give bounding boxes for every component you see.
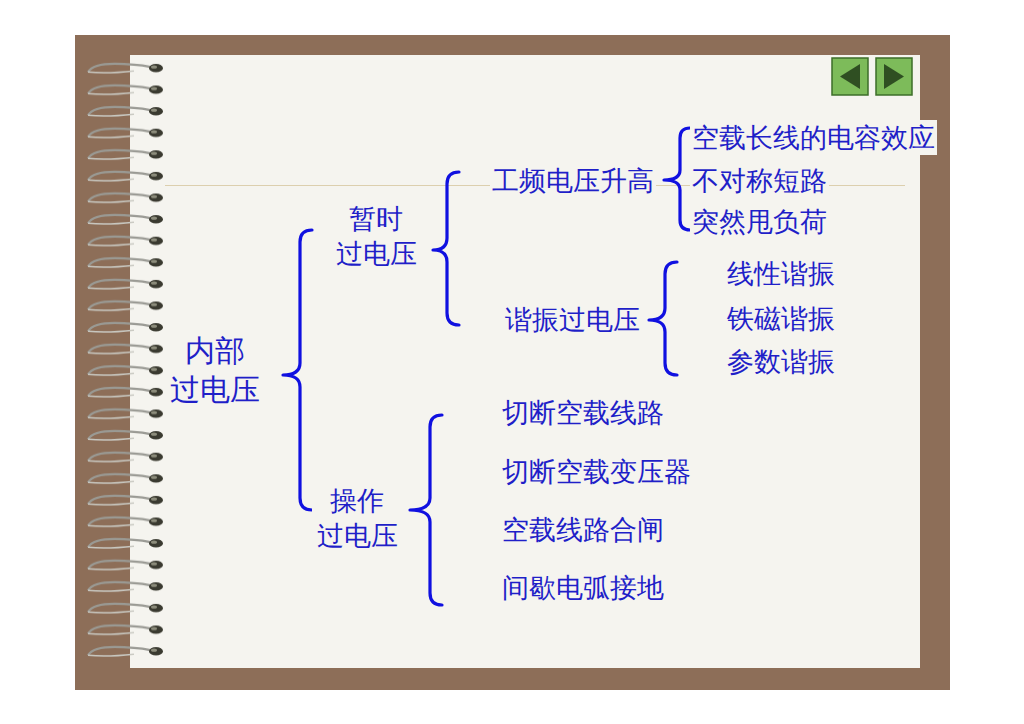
brace bbox=[433, 172, 459, 325]
next-arrow bbox=[884, 64, 904, 89]
category-label: 线性谐振 bbox=[725, 256, 837, 291]
category-label: 铁磁谐振 bbox=[725, 301, 837, 336]
category-label: 操作 过电压 bbox=[312, 483, 402, 553]
category-label: 空载长线的电容效应 bbox=[690, 120, 937, 155]
category-label: 间歇电弧接地 bbox=[500, 570, 666, 605]
category-label: 参数谐振 bbox=[725, 344, 837, 379]
category-label: 不对称短路 bbox=[690, 163, 829, 198]
category-label: 工频电压升高 bbox=[490, 163, 656, 198]
brace bbox=[649, 262, 677, 375]
next-button bbox=[876, 58, 912, 95]
brace bbox=[283, 230, 312, 510]
category-label: 谐振过电压 bbox=[503, 302, 642, 337]
prev-button bbox=[832, 58, 868, 95]
category-label: 空载线路合闸 bbox=[500, 512, 666, 547]
category-label: 切断空载线路 bbox=[500, 395, 666, 430]
spiral-binding bbox=[84, 58, 168, 662]
frame bbox=[75, 35, 950, 690]
prev-arrow bbox=[840, 64, 860, 89]
brace bbox=[664, 128, 690, 230]
brace bbox=[410, 415, 442, 605]
category-label: 突然甩负荷 bbox=[690, 204, 829, 239]
category-label: 内部 过电压 bbox=[165, 331, 265, 409]
category-label: 暂时 过电压 bbox=[331, 201, 421, 271]
category-label: 切断空载变压器 bbox=[500, 454, 693, 489]
